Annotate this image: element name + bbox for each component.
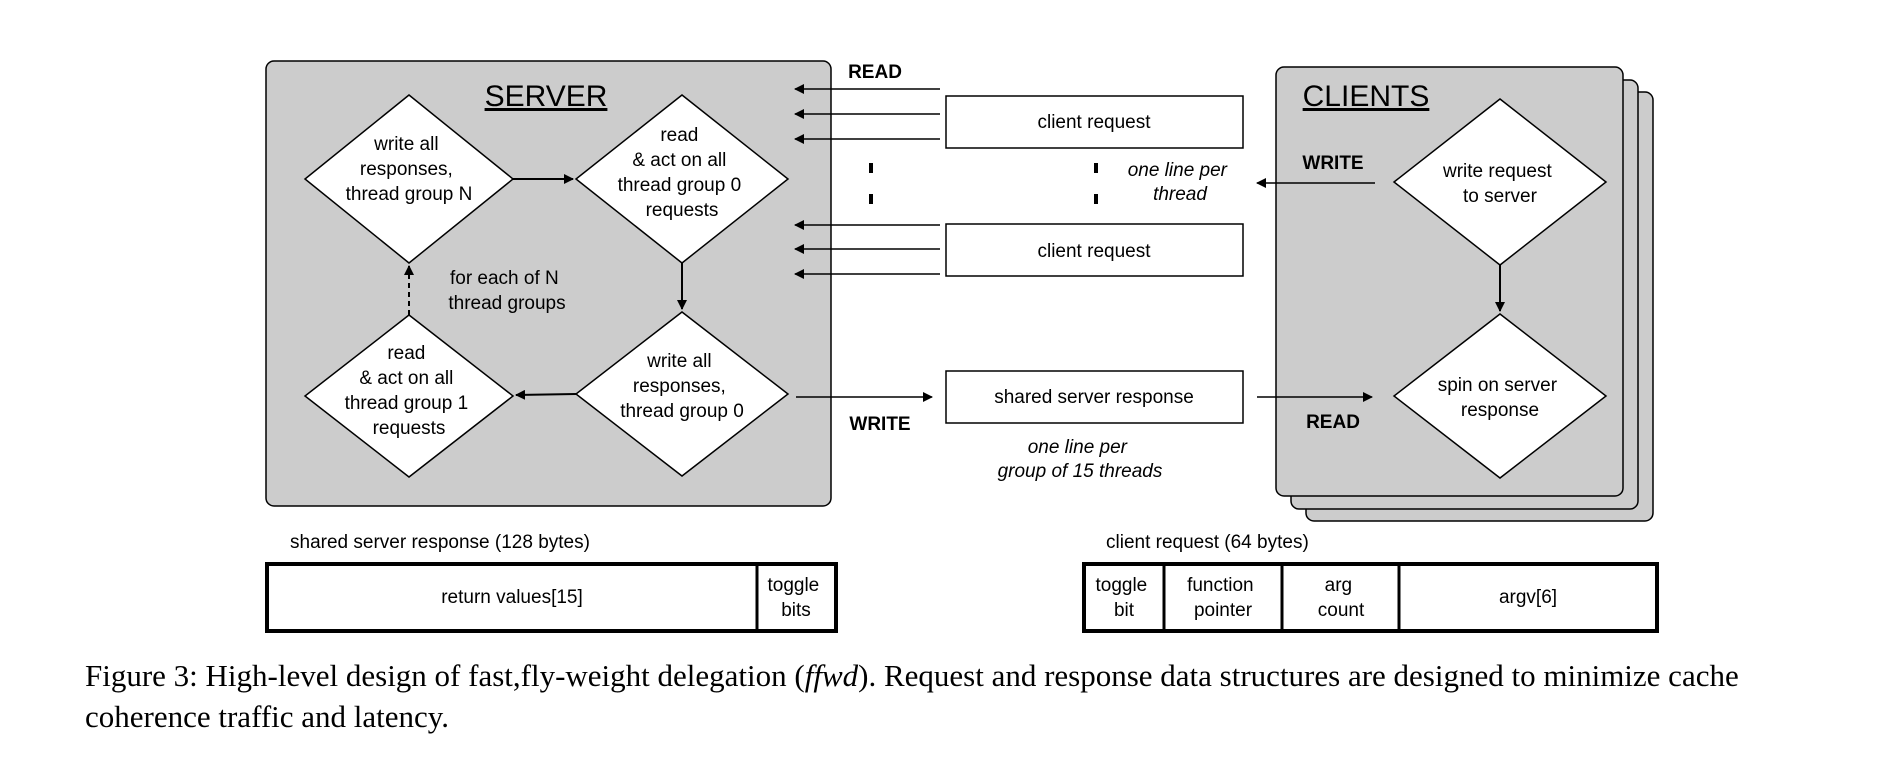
read-label-right: READ (1306, 412, 1360, 433)
diamond-read-group-1: read & act on all thread group 1 request… (303, 314, 515, 478)
caption-emphasis: ffwd (804, 658, 859, 693)
diamond-write-request: write request to server (1392, 98, 1608, 266)
diamond-read-group-0: read & act on all thread group 0 request… (574, 94, 790, 264)
diamond-spin-on-response-label: spin on server response (1438, 375, 1563, 421)
client-request-box (945, 223, 1244, 277)
response-struct-box (265, 562, 838, 633)
diamond-read-group-1-label: read & act on all thread group 1 request… (345, 343, 474, 439)
shared-response-label: shared server response (994, 387, 1194, 408)
shared-response-box (945, 370, 1244, 424)
request-struct-title: client request (64 bytes) (1106, 532, 1309, 553)
arrow-write0-to-read1 (515, 389, 577, 400)
response-struct-title: shared server response (128 bytes) (290, 532, 590, 553)
diamond-write-group-0-label: write all responses, thread group 0 (620, 351, 744, 422)
loop-note: for each of N thread groups (448, 268, 565, 314)
caption-prefix: Figure 3: High-level design of fast,fly-… (85, 658, 805, 693)
diamond-read-group-0-label: read & act on all thread group 0 request… (618, 125, 747, 221)
response-field-toggle-bits: toggle bits (767, 575, 824, 621)
request-struct-box (1082, 562, 1659, 633)
diamond-write-group-n-label: write all responses, thread group N (346, 134, 473, 205)
request-field-argv: argv[6] (1499, 587, 1557, 608)
request-field-arg-count: arg count (1318, 575, 1365, 621)
diamond-write-group-n: write all responses, thread group N (303, 94, 515, 264)
write-label-bottom: WRITE (849, 414, 910, 435)
diamond-write-group-0: write all responses, thread group 0 (574, 311, 790, 477)
client-request-label: client request (1037, 241, 1151, 262)
server-title: SERVER (485, 80, 608, 113)
diamond-spin-on-response: spin on server response (1392, 313, 1608, 479)
request-field-function-pointer: function pointer (1187, 575, 1259, 621)
client-request-box (945, 95, 1244, 149)
write-label-right: WRITE (1302, 153, 1363, 174)
one-line-per-group-note: one line per group of 15 threads (998, 437, 1163, 482)
figure-caption: Figure 3: High-level design of fast,fly-… (85, 655, 1855, 737)
request-field-toggle-bit: toggle bit (1095, 575, 1152, 621)
ellipsis-mark (869, 194, 873, 204)
ellipsis-mark (869, 163, 873, 173)
read-label-top: READ (848, 62, 902, 83)
caption-suffix: ). Request and response data structures … (85, 658, 1739, 734)
ellipsis-mark (1094, 163, 1098, 173)
response-field-return-values: return values[15] (441, 587, 583, 608)
clients-title: CLIENTS (1303, 80, 1430, 113)
client-request-label: client request (1037, 112, 1151, 133)
diamond-write-request-label: write request to server (1442, 161, 1557, 207)
one-line-per-thread-note: one line per thread (1128, 160, 1233, 205)
ellipsis-mark (1094, 194, 1098, 204)
